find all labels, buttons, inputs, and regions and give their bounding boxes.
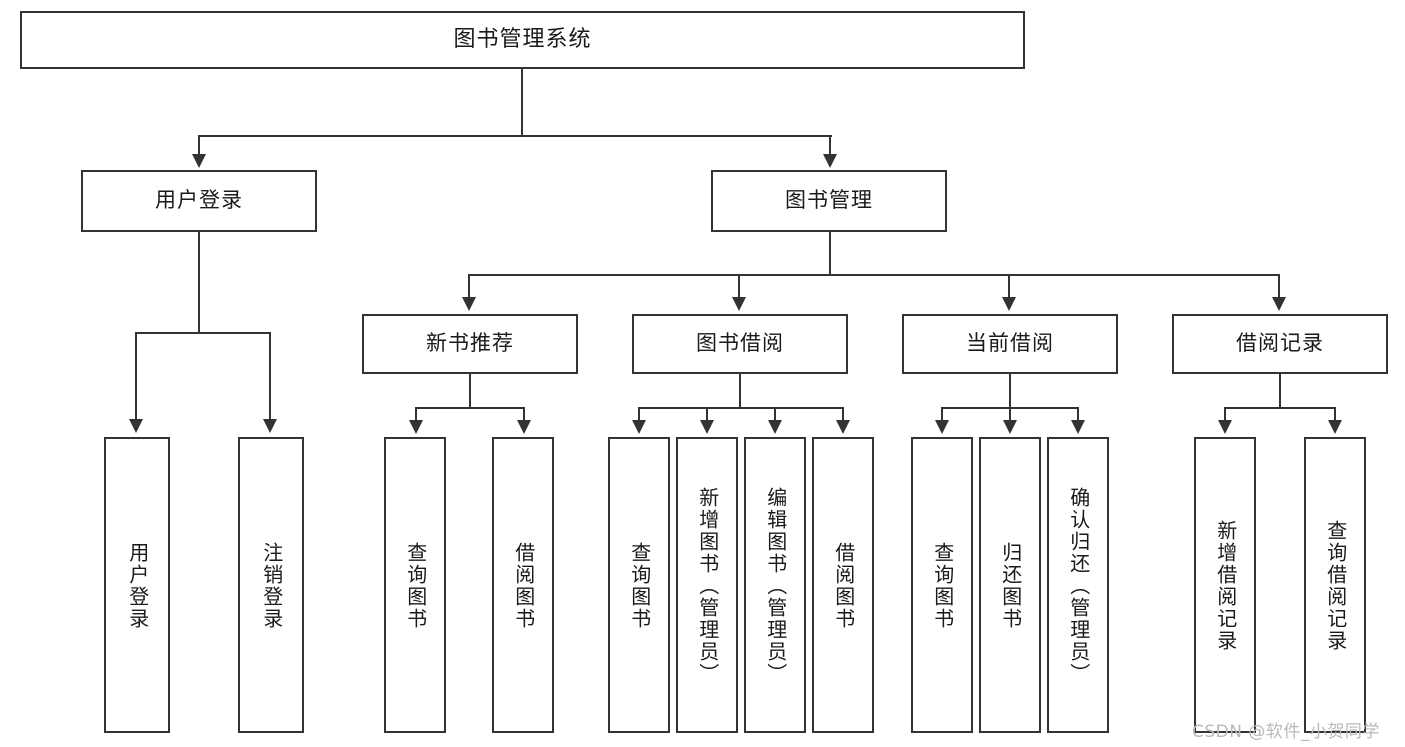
arrow-user-login-b1: [129, 419, 143, 433]
arrow-root-to-book-manage: [823, 154, 837, 168]
leaf-label: 查询图书: [403, 542, 428, 630]
leaf-label: 新增借阅记录: [1213, 520, 1238, 652]
connector-bb-b4: [842, 407, 844, 421]
connector-bm-to-new-book: [468, 274, 470, 298]
leaf-label: 注销登录: [259, 542, 284, 630]
connector-bb-b1: [638, 407, 640, 421]
connector-root-to-user-login: [198, 135, 200, 156]
connector-cb-b2: [1009, 407, 1011, 421]
arrow-root-to-user-login: [192, 154, 206, 168]
leaf-label: 查询借阅记录: [1323, 520, 1348, 652]
connector-bb-b3: [774, 407, 776, 421]
leaf-book-borrow-query-book[interactable]: 查询图书: [608, 437, 670, 733]
connector-root-bus: [198, 135, 832, 137]
arrow-br-b1: [1218, 420, 1232, 434]
leaf-label: 借阅图书: [831, 542, 856, 630]
connector-nbr-bus: [415, 407, 525, 409]
node-label: 图书管理: [785, 188, 873, 213]
node-root-system[interactable]: 图书管理系统: [20, 11, 1025, 69]
node-user-login[interactable]: 用户登录: [81, 170, 317, 232]
arrow-bb-b2: [700, 420, 714, 434]
node-label: 当前借阅: [966, 331, 1054, 356]
arrow-cb-b1: [935, 420, 949, 434]
leaf-borrow-record-add-record[interactable]: 新增借阅记录: [1194, 437, 1256, 733]
arrow-br-b2: [1328, 420, 1342, 434]
leaf-book-borrow-add-book-admin[interactable]: 新增图书（管理员）: [676, 437, 738, 733]
connector-book-manage-bus: [468, 274, 1280, 276]
leaf-label: 查询图书: [930, 542, 955, 630]
connector-nbr-b2: [523, 407, 525, 421]
connector-bb-b2: [706, 407, 708, 421]
connector-bb-stem: [739, 374, 741, 408]
leaf-label: 查询图书: [627, 542, 652, 630]
leaf-current-borrow-confirm-return-admin[interactable]: 确认归还（管理员）: [1047, 437, 1109, 733]
connector-book-manage-stem: [829, 232, 831, 275]
leaf-user-login-login[interactable]: 用户登录: [104, 437, 170, 733]
arrow-bm-to-book-borrow: [732, 297, 746, 311]
connector-cb-stem: [1009, 374, 1011, 408]
connector-cb-b3: [1077, 407, 1079, 421]
leaf-label: 用户登录: [125, 542, 150, 630]
arrow-bm-to-borrow-record: [1272, 297, 1286, 311]
leaf-label: 借阅图书: [511, 542, 536, 630]
arrow-bm-to-current-borrow: [1002, 297, 1016, 311]
leaf-book-borrow-edit-book-admin[interactable]: 编辑图书（管理员）: [744, 437, 806, 733]
node-label: 借阅记录: [1236, 331, 1324, 356]
connector-bm-to-borrow-record: [1278, 274, 1280, 298]
connector-user-login-b1: [135, 332, 137, 420]
leaf-label: 编辑图书（管理员）: [763, 487, 788, 685]
leaf-current-borrow-return-book[interactable]: 归还图书: [979, 437, 1041, 733]
leaf-user-login-logout[interactable]: 注销登录: [238, 437, 304, 733]
arrow-nbr-b2: [517, 420, 531, 434]
arrow-bb-b4: [836, 420, 850, 434]
connector-user-login-stem: [198, 232, 200, 333]
connector-bm-to-current-borrow: [1008, 274, 1010, 298]
node-label: 新书推荐: [426, 331, 514, 356]
node-new-book-recommend[interactable]: 新书推荐: [362, 314, 578, 374]
connector-root-to-book-manage: [829, 135, 831, 156]
node-label: 图书借阅: [696, 331, 784, 356]
connector-root-stem: [521, 69, 523, 136]
connector-nbr-stem: [469, 374, 471, 408]
node-book-borrow[interactable]: 图书借阅: [632, 314, 848, 374]
arrow-bb-b1: [632, 420, 646, 434]
connector-br-stem: [1279, 374, 1281, 408]
node-borrow-record[interactable]: 借阅记录: [1172, 314, 1388, 374]
connector-bb-bus: [638, 407, 843, 409]
leaf-new-book-borrow-book[interactable]: 借阅图书: [492, 437, 554, 733]
leaf-new-book-query-book[interactable]: 查询图书: [384, 437, 446, 733]
connector-user-login-bus: [135, 332, 270, 334]
arrow-user-login-b2: [263, 419, 277, 433]
arrow-bm-to-new-book: [462, 297, 476, 311]
watermark-csdn: CSDN @软件_小贺同学: [1192, 722, 1380, 742]
arrow-cb-b2: [1003, 420, 1017, 434]
arrow-nbr-b1: [409, 420, 423, 434]
arrow-bb-b3: [768, 420, 782, 434]
connector-nbr-b1: [415, 407, 417, 421]
leaf-borrow-record-query-record[interactable]: 查询借阅记录: [1304, 437, 1366, 733]
arrow-cb-b3: [1071, 420, 1085, 434]
node-label: 用户登录: [155, 188, 243, 213]
connector-user-login-b2: [269, 332, 271, 420]
connector-br-b2: [1334, 407, 1336, 421]
node-current-borrow[interactable]: 当前借阅: [902, 314, 1118, 374]
leaf-label: 新增图书（管理员）: [695, 487, 720, 685]
leaf-label: 确认归还（管理员）: [1066, 487, 1091, 685]
connector-br-bus: [1224, 407, 1336, 409]
connector-br-b1: [1224, 407, 1226, 421]
leaf-current-borrow-query-book[interactable]: 查询图书: [911, 437, 973, 733]
connector-bm-to-book-borrow: [738, 274, 740, 298]
node-label: 图书管理系统: [453, 26, 592, 52]
connector-cb-b1: [941, 407, 943, 421]
node-book-management[interactable]: 图书管理: [711, 170, 947, 232]
leaf-book-borrow-borrow-book[interactable]: 借阅图书: [812, 437, 874, 733]
leaf-label: 归还图书: [998, 542, 1023, 630]
